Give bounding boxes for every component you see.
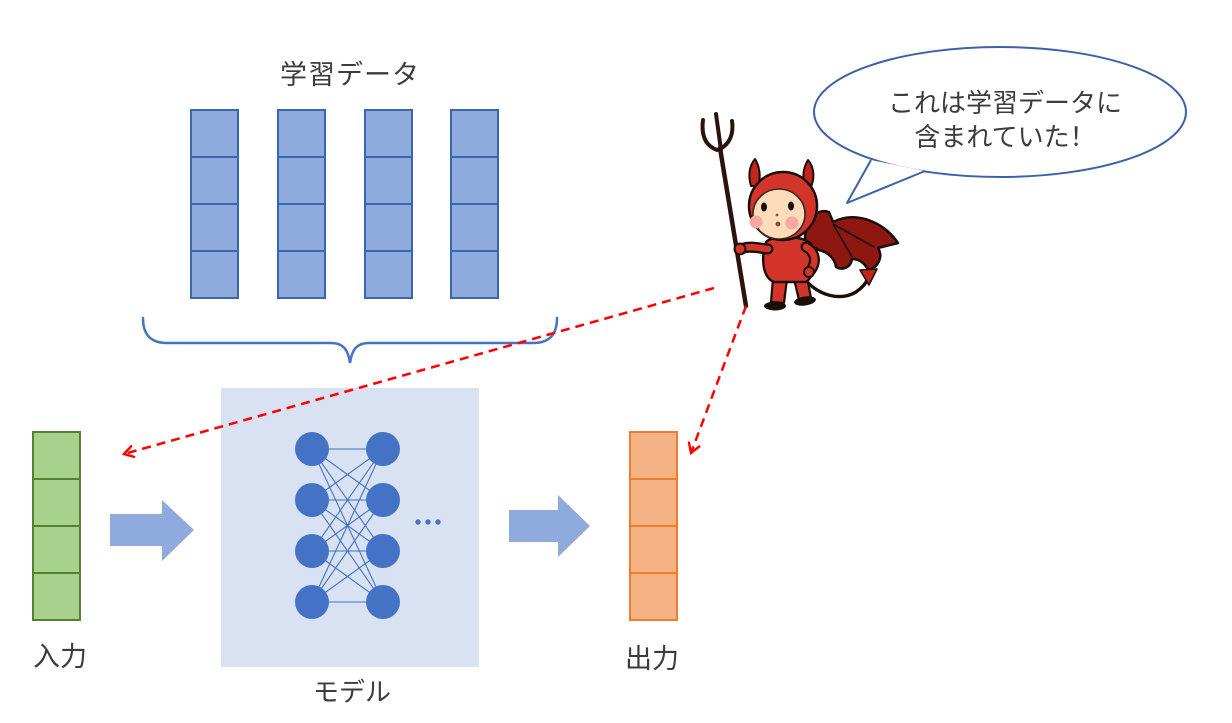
output-vector	[629, 431, 678, 621]
training-data-column	[364, 109, 413, 299]
devil-blush	[749, 215, 763, 229]
devil-blush	[785, 216, 799, 230]
speech-bubble-line2: 含まれていた！	[914, 122, 1096, 152]
brace-under-training-data	[141, 316, 559, 364]
devil-character	[700, 112, 900, 311]
trident-icon	[700, 112, 749, 309]
speech-bubble-text: これは学習データに 含まれていた！	[830, 86, 1180, 154]
neural-network-nodes	[295, 432, 400, 619]
output-label: 出力	[625, 644, 679, 674]
model-label: モデル	[312, 677, 391, 707]
training-data-column	[190, 109, 239, 299]
ellipsis-dots	[415, 519, 441, 525]
speech-bubble-line1: これは学習データに	[887, 88, 1122, 118]
devil-eye	[788, 201, 794, 211]
neural-network	[295, 432, 441, 619]
training-data-title: 学習データ	[280, 60, 420, 90]
model-to-output-arrow	[509, 495, 590, 557]
attack-arrows	[121, 286, 748, 459]
speech-bubble	[813, 46, 1187, 204]
devil-head	[747, 158, 819, 242]
devil-arm-left	[733, 241, 774, 256]
training-data-column	[450, 109, 499, 299]
devil-eye	[761, 202, 767, 212]
input-vector	[32, 431, 81, 621]
devil-wing	[803, 209, 900, 272]
training-data-column	[277, 109, 326, 299]
input-label: 入力	[33, 642, 87, 672]
devil-arm-right	[800, 241, 820, 278]
attack-arrow-to-output	[687, 305, 748, 456]
input-to-model-arrow	[110, 500, 194, 561]
devil-tail	[800, 268, 878, 299]
attack-arrow-to-input	[121, 286, 715, 459]
training-data-columns	[190, 109, 499, 299]
